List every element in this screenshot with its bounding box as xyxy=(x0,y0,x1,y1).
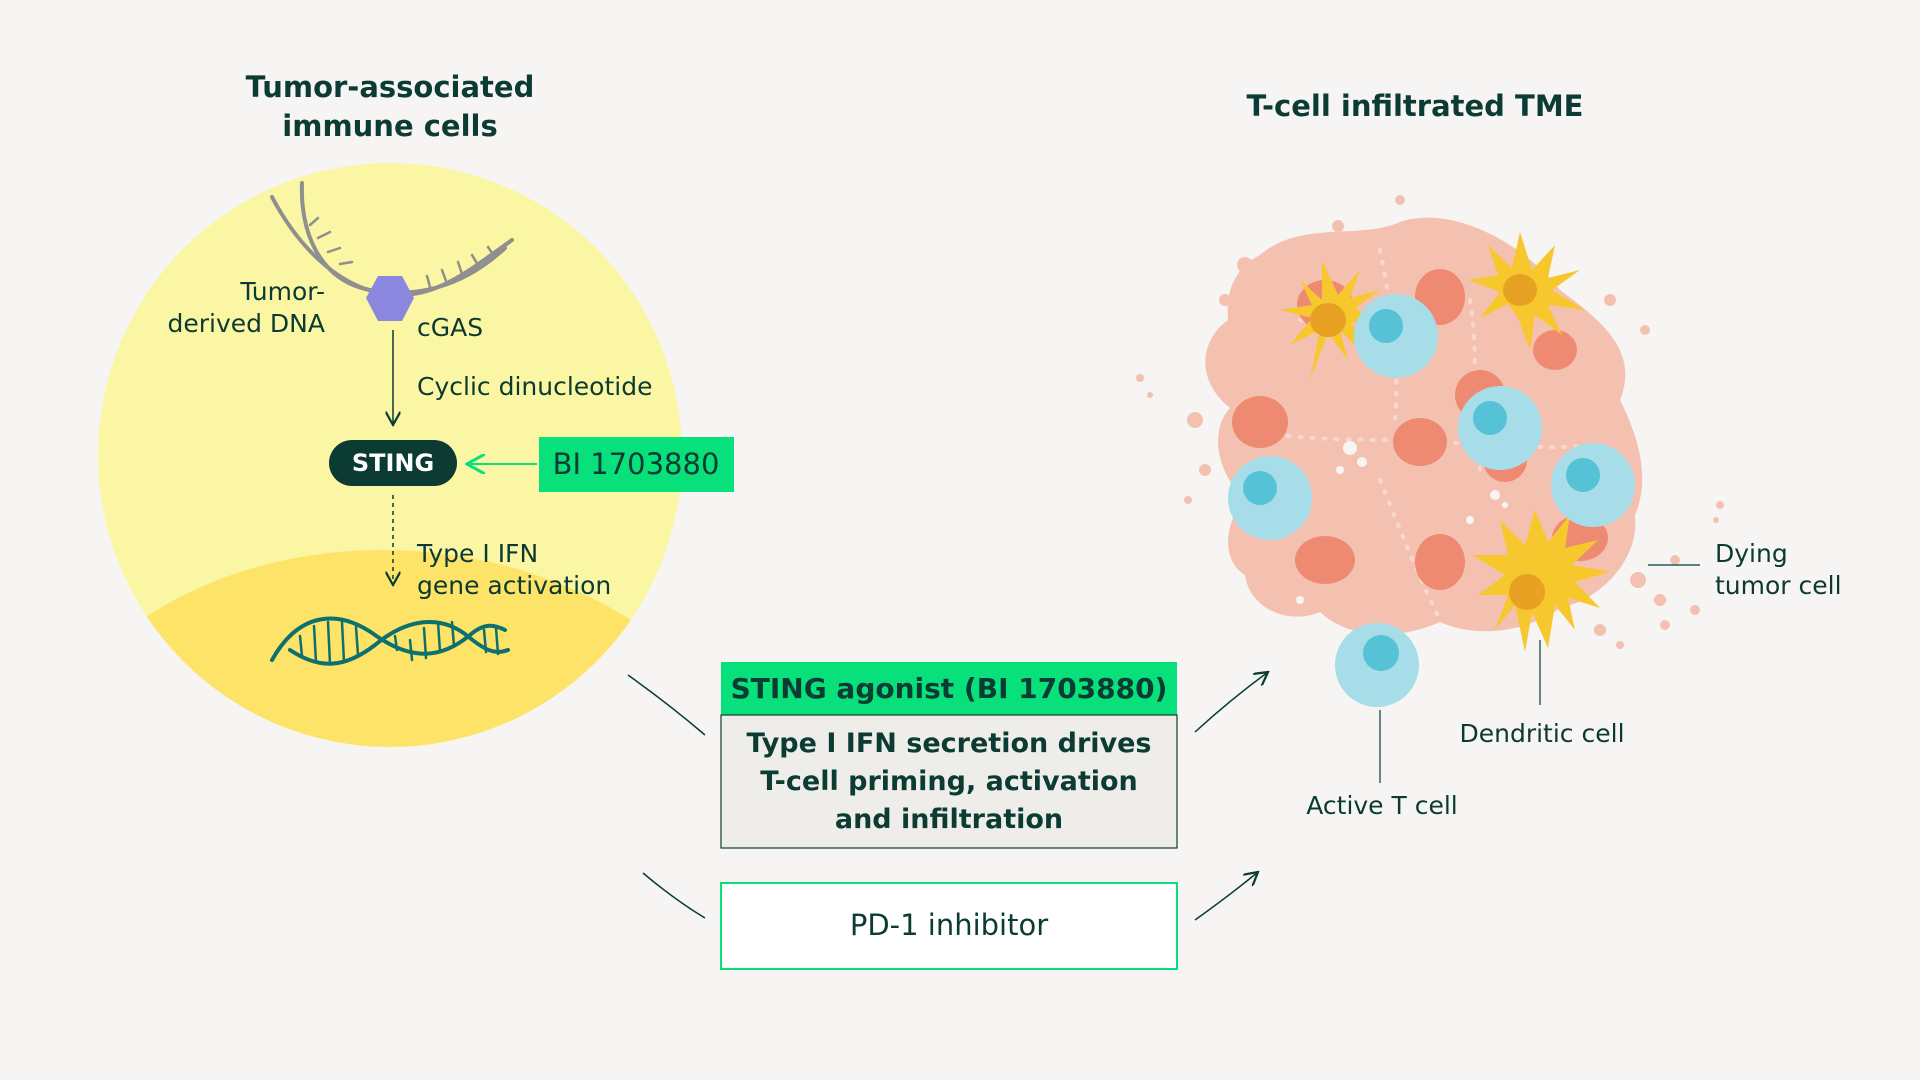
ifn-activation-label-line1: Type I IFN xyxy=(416,539,538,568)
pd1-label: PD-1 inhibitor xyxy=(850,908,1048,942)
sting-label: STING xyxy=(352,449,434,477)
tumor-dna-label-line2: derived DNA xyxy=(167,309,325,338)
secretion-line1: Type I IFN secretion drives xyxy=(746,728,1151,759)
cgas-label: cGAS xyxy=(417,313,483,342)
active-t-cell-label: Active T cell xyxy=(1306,791,1458,820)
t-cell xyxy=(1354,294,1438,378)
tumor-dna-label-line1: Tumor- xyxy=(239,277,325,306)
ifn-activation-label-line2: gene activation xyxy=(417,571,611,600)
right-title: T-cell infiltrated TME xyxy=(1247,89,1584,123)
t-cell xyxy=(1228,456,1312,540)
secretion-line2: T-cell priming, activation xyxy=(760,766,1138,797)
bi-1703880-box xyxy=(539,437,734,492)
dendritic-cell xyxy=(1472,510,1610,652)
dendritic-cell xyxy=(1468,232,1585,350)
dendritic-cell-label: Dendritic cell xyxy=(1459,719,1624,748)
dying-cell-label-line2: tumor cell xyxy=(1715,571,1842,600)
sting-pill xyxy=(329,440,457,486)
t-cell xyxy=(1335,623,1419,707)
left-title-line1: Tumor-associated xyxy=(246,70,535,104)
t-cell xyxy=(1458,386,1542,470)
pd1-box xyxy=(720,882,1178,970)
sting-agonist-box xyxy=(721,662,1177,715)
dying-cell-label-line1: Dying xyxy=(1715,539,1788,568)
gene-dna-icon xyxy=(270,616,510,666)
cgas-hexagon-icon xyxy=(366,276,414,321)
connector-curves xyxy=(627,672,1268,921)
secretion-box xyxy=(720,714,1178,849)
bi-1703880-label: BI 1703880 xyxy=(553,447,720,481)
t-cell xyxy=(1551,443,1635,527)
tumor-microenvironment xyxy=(1136,195,1724,707)
sting-agonist-label: STING agonist (BI 1703880) xyxy=(731,672,1168,705)
left-title-line2: immune cells xyxy=(282,109,497,143)
secretion-line3: and infiltration xyxy=(835,804,1063,835)
dendritic-cell xyxy=(1280,260,1392,380)
cyclic-dinucleotide-label: Cyclic dinucleotide xyxy=(417,372,652,401)
